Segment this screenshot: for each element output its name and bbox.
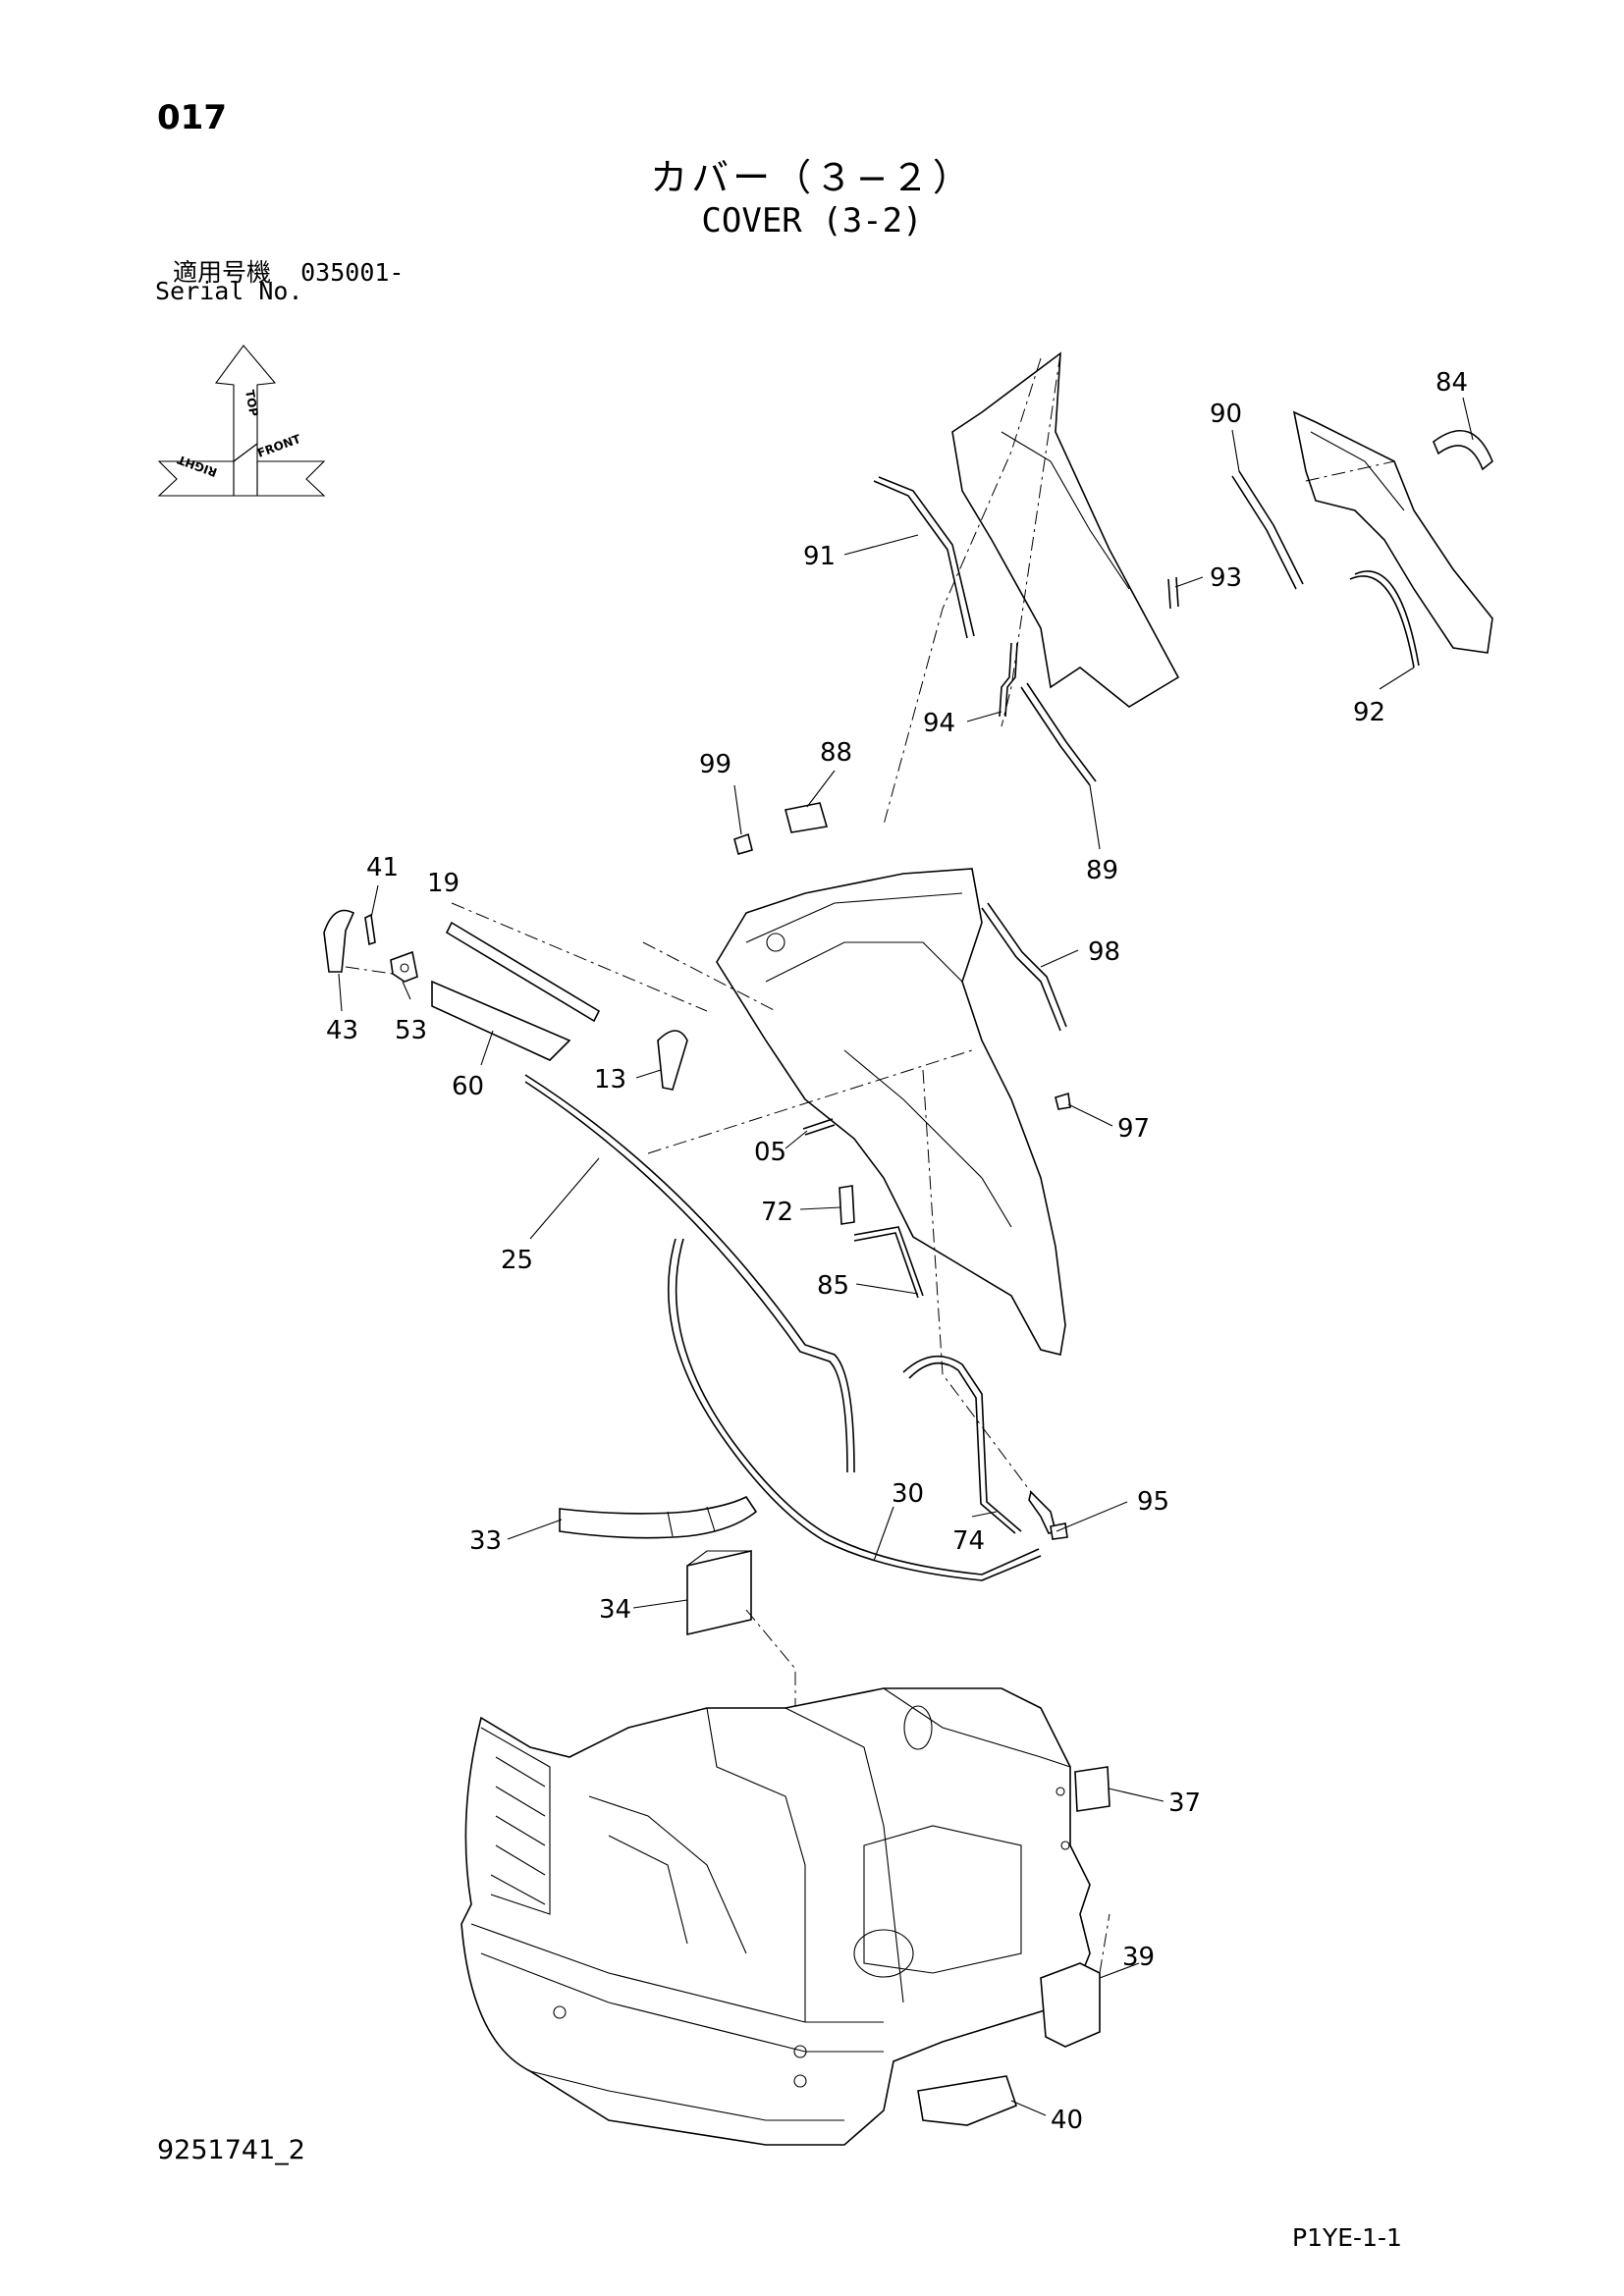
callout-05: 05 bbox=[754, 1138, 786, 1167]
callout-leaders bbox=[338, 397, 1474, 2116]
callout-40: 40 bbox=[1051, 2106, 1083, 2135]
callout-99: 99 bbox=[699, 750, 731, 779]
serial-number-value: 035001- bbox=[300, 258, 405, 287]
callout-34: 34 bbox=[599, 1595, 631, 1625]
callout-60: 60 bbox=[452, 1072, 484, 1101]
callout-53: 53 bbox=[395, 1016, 427, 1045]
page-title-english: COVER (3-2) bbox=[701, 201, 923, 240]
callout-25: 25 bbox=[501, 1246, 533, 1275]
orientation-top-label: TOP bbox=[243, 389, 261, 417]
long-seal-strips bbox=[524, 902, 1067, 1581]
document-number: 9251741_2 bbox=[157, 2135, 305, 2165]
page-title-japanese: カバー（３−２） bbox=[650, 156, 974, 199]
serial-label-japanese: 適用号機 035001- bbox=[173, 253, 404, 289]
callout-72: 72 bbox=[761, 1198, 793, 1227]
right-side-bracket bbox=[1292, 410, 1493, 668]
callout-39: 39 bbox=[1122, 1943, 1155, 1972]
callout-33: 33 bbox=[469, 1526, 502, 1556]
orientation-indicator: TOP RIGHT FRONT bbox=[157, 345, 326, 497]
orientation-front-label: FRONT bbox=[255, 432, 303, 460]
callout-91: 91 bbox=[803, 542, 836, 571]
callout-13: 13 bbox=[594, 1065, 626, 1095]
upper-rear-panel bbox=[883, 351, 1180, 826]
callout-85: 85 bbox=[817, 1271, 849, 1301]
callout-30: 30 bbox=[892, 1479, 924, 1509]
callout-labels: 84 90 91 93 92 94 89 99 88 41 19 98 43 5… bbox=[326, 368, 1468, 2135]
callout-98: 98 bbox=[1088, 937, 1120, 967]
callout-84: 84 bbox=[1435, 368, 1468, 398]
callout-89: 89 bbox=[1086, 856, 1118, 885]
callout-90: 90 bbox=[1210, 400, 1242, 429]
page-reference: P1YE-1-1 bbox=[1292, 2223, 1402, 2252]
page-number: 017 bbox=[157, 98, 227, 137]
serial-label-english: Serial No. bbox=[155, 277, 303, 305]
callout-92: 92 bbox=[1353, 698, 1385, 727]
callout-37: 37 bbox=[1168, 1789, 1201, 1818]
callout-88: 88 bbox=[820, 738, 852, 768]
mid-small-parts bbox=[733, 802, 1071, 1540]
lower-frame bbox=[460, 1687, 1091, 2146]
orientation-right-label: RIGHT bbox=[175, 453, 219, 480]
callout-95: 95 bbox=[1137, 1487, 1169, 1517]
left-small-parts bbox=[323, 909, 688, 1091]
pads-33-34 bbox=[559, 1495, 796, 1924]
callout-93: 93 bbox=[1210, 563, 1242, 593]
callout-74: 74 bbox=[952, 1526, 985, 1556]
serial-label-ja-text: 適用号機 bbox=[173, 258, 272, 287]
main-upper-cover bbox=[451, 868, 1066, 1532]
callout-97: 97 bbox=[1117, 1114, 1150, 1144]
seal-strips-upper bbox=[873, 470, 1304, 786]
callout-43: 43 bbox=[326, 1016, 358, 1045]
callout-41: 41 bbox=[366, 853, 399, 882]
pads-37-39-40 bbox=[917, 1766, 1110, 2126]
callout-19: 19 bbox=[427, 869, 460, 898]
callout-94: 94 bbox=[923, 709, 955, 738]
